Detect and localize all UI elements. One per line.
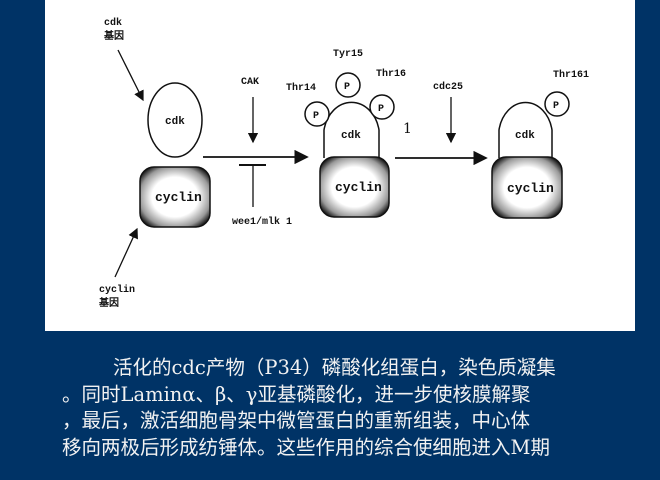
caption-line: ，最后，激活细胞骨架中微管蛋白的重新组装，中心体 (62, 409, 531, 432)
diagram-svg: cdk 基因 cdk cyclin cyclin 基因 CAK wee1/mlk… (98, 17, 589, 310)
phosphate-thr161 (544, 91, 570, 117)
cyclin-gene-label-cn: 基因 (98, 296, 119, 310)
phosphate-tyr15 (335, 72, 361, 98)
cyclin-label-2: cyclin (335, 180, 382, 195)
step-marker: 1 (403, 121, 412, 137)
cdc25-label: cdc25 (433, 81, 463, 93)
cdk-gene-arrow (117, 49, 144, 102)
cdk-cyclin-diagram: cdk 基因 cdk cyclin cyclin 基因 CAK wee1/mlk… (45, 0, 635, 331)
thr161-label: Thr161 (553, 69, 589, 81)
cyclin-box-3 (491, 156, 563, 219)
thr14-label: Thr14 (286, 82, 316, 94)
thr16-label: Thr16 (376, 68, 406, 80)
cyclin-label: cyclin (155, 190, 202, 205)
cyclin-box-2 (319, 156, 390, 218)
phosphate-thr14 (304, 101, 330, 127)
cdk-label-3: cdk (515, 130, 535, 142)
cyclin-gene-label: cyclin (99, 284, 135, 296)
caption-line: 活化的cdc产物（P34）磷酸化组蛋白，染色质凝集 (113, 356, 556, 379)
cdk-label-2: cdk (341, 130, 361, 142)
cyclin-gene-arrow (114, 227, 138, 278)
cdk-gene-label-cn: 基因 (103, 29, 124, 43)
cyclin-box (139, 166, 211, 228)
caption-text: 活化的cdc产物（P34）磷酸化组蛋白，染色质凝集 。同时Laminα、β、γ亚… (62, 355, 622, 461)
p-label: P (344, 82, 350, 93)
tyr15-label: Tyr15 (333, 49, 363, 60)
caption-line: 。同时Laminα、β、γ亚基磷酸化，进一步使核膜解聚 (62, 382, 531, 406)
p-label: P (378, 104, 384, 115)
cdk-circle (147, 82, 203, 158)
cdk-active (498, 101, 553, 158)
cyclin-label-3: cyclin (507, 181, 554, 196)
phosphate-thr16 (369, 94, 395, 120)
cdk-gene-label: cdk (104, 17, 122, 29)
p-label: P (313, 111, 319, 122)
cdk-label: cdk (165, 116, 185, 128)
cak-label: CAK (241, 77, 259, 88)
p-label: P (553, 101, 559, 112)
caption-line: 移向两极后形成纺锤体。这些作用的综合使细胞进入M期 (62, 435, 550, 459)
wee1-label: wee1/mlk 1 (232, 216, 292, 228)
